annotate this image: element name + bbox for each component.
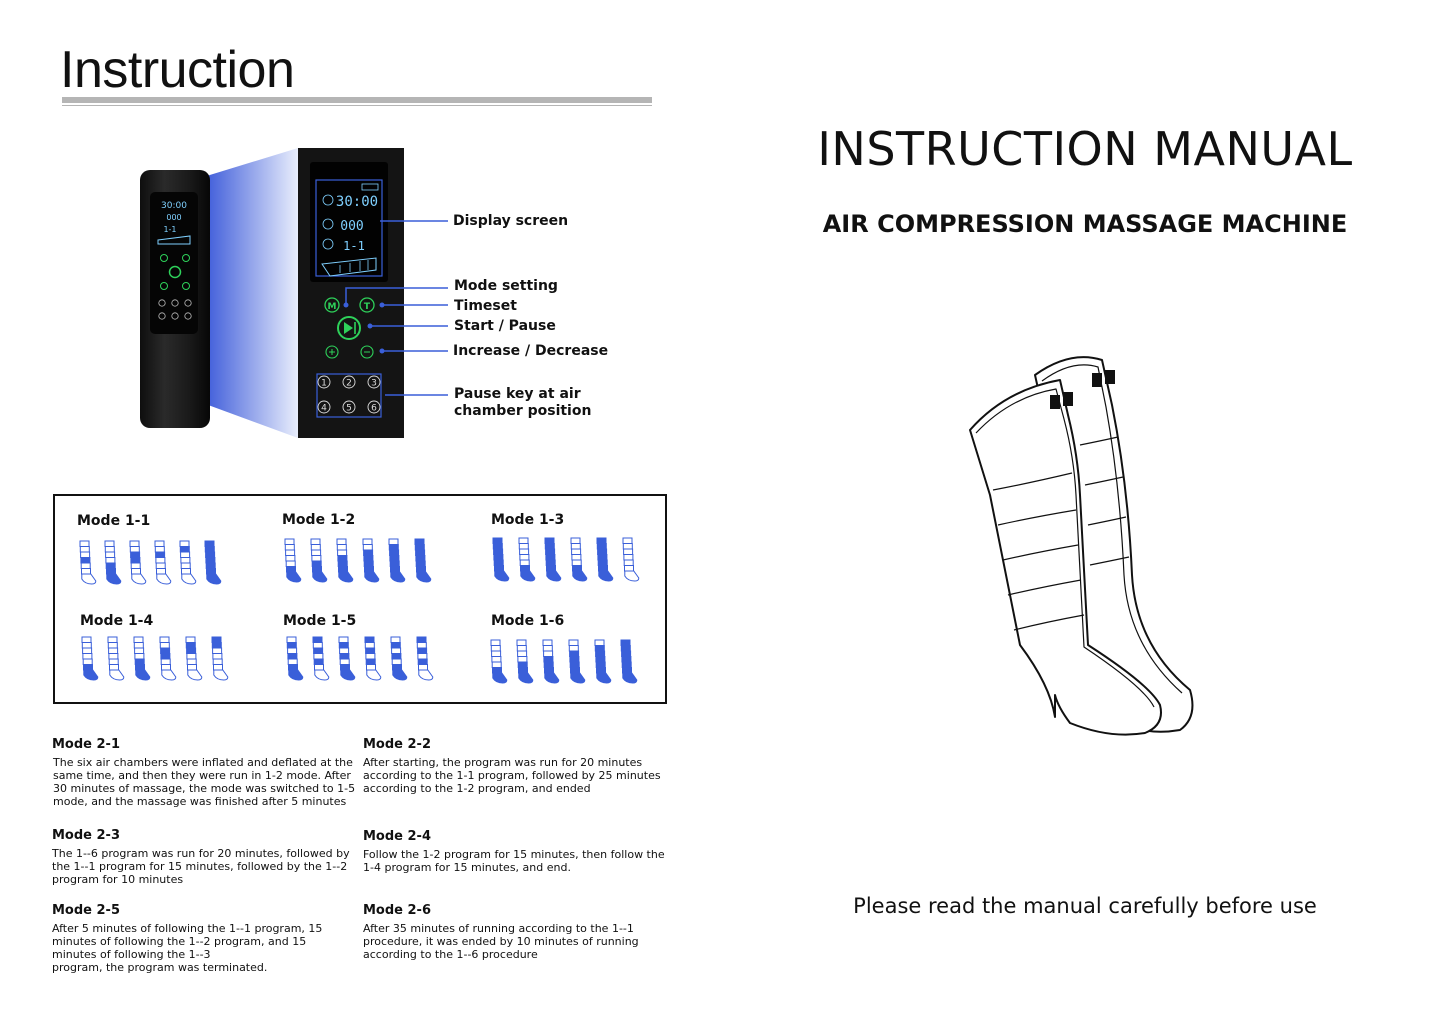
desc-text: After 35 minutes of running according to… <box>363 922 639 961</box>
chamber-key-label: 2 <box>346 379 352 389</box>
desc-text: The 1--6 program was run for 20 minutes,… <box>52 847 350 886</box>
battery-icon <box>361 183 379 191</box>
callout-increase-decrease: Increase / Decrease <box>453 343 609 359</box>
mode-1-6-label: Mode 1-6 <box>491 613 565 629</box>
chamber-key-6 <box>367 400 381 414</box>
mode-1-1-label: Mode 1-1 <box>77 513 151 529</box>
desc-title: Mode 2-5 <box>52 903 121 918</box>
callout-display-screen: Display screen <box>453 213 569 229</box>
chamber-key-label: 3 <box>371 379 377 389</box>
lcd-small-pressure: 000 <box>166 213 181 222</box>
manual-title: INSTRUCTION MANUAL <box>817 122 1353 176</box>
start-pause-button <box>337 316 361 340</box>
mode-1-3-label: Mode 1-3 <box>491 512 565 528</box>
leg-sleeves-illustration <box>969 356 1194 736</box>
callout-start-pause: Start / Pause <box>454 318 556 334</box>
desc-mode-2-2: Mode 2-2 After starting, the program was… <box>363 737 661 795</box>
lcd-time: 30:00 <box>336 194 378 210</box>
desc-mode-2-1: Mode 2-1 The six air chambers were infla… <box>52 737 355 808</box>
desc-title: Mode 2-3 <box>52 828 121 843</box>
increase-button <box>325 345 339 359</box>
desc-text: After starting, the program was run for … <box>363 756 661 795</box>
desc-text: Follow the 1-2 program for 15 minutes, t… <box>363 848 665 874</box>
decrease-button <box>360 345 374 359</box>
small-plus-button <box>160 282 168 290</box>
desc-mode-2-3: Mode 2-3 The 1--6 program was run for 20… <box>52 828 350 886</box>
lcd-small-mode: 1-1 <box>163 225 176 234</box>
desc-title: Mode 2-1 <box>52 737 121 752</box>
time-key-label: T <box>364 302 371 312</box>
clock-icon <box>322 194 334 206</box>
callout-chamber-position: chamber position <box>454 403 592 419</box>
strap-buckle <box>1092 373 1102 387</box>
page-title: Instruction <box>60 41 295 99</box>
lcd-small-time: 30:00 <box>161 201 187 211</box>
manual-subtitle: AIR COMPRESSION MASSAGE MACHINE <box>822 210 1348 238</box>
desc-title: Mode 2-6 <box>363 903 432 918</box>
desc-mode-2-4: Mode 2-4 Follow the 1-2 program for 15 m… <box>363 829 665 874</box>
chamber-key-label: 1 <box>321 379 327 389</box>
plus-icon <box>329 349 335 355</box>
chamber-keys: 1 2 3 4 5 6 <box>317 375 381 414</box>
desc-title: Mode 2-2 <box>363 737 432 752</box>
chamber-key-1 <box>317 375 331 389</box>
small-time-button <box>182 254 190 262</box>
chamber-key-label: 6 <box>371 404 377 414</box>
callout-pause-key: Pause key at air <box>454 386 581 402</box>
desc-text: The six air chambers were inflated and d… <box>53 756 356 808</box>
strap-buckle <box>1050 395 1060 409</box>
mode-key-label: M <box>328 302 337 312</box>
small-mode-button <box>160 254 168 262</box>
lcd-small-leg-icon <box>157 235 191 245</box>
desc-mode-2-6: Mode 2-6 After 35 minutes of running acc… <box>363 903 639 961</box>
display-screen-frame <box>315 179 383 277</box>
device-illustration: 30:00 000 1-1 30:00 000 1-1 M T 1 2 3 4 5 6 <box>140 148 404 438</box>
chamber-key-3 <box>367 375 381 389</box>
chamber-key-4 <box>317 400 331 414</box>
chamber-key-label: 4 <box>321 404 327 414</box>
chamber-key-5 <box>342 400 356 414</box>
lcd-pressure: 000 <box>340 219 363 234</box>
front-sleeve <box>969 379 1162 736</box>
chamber-key-label: 5 <box>346 404 352 414</box>
mode-setting-button <box>324 297 340 313</box>
desc-text: After 5 minutes of following the 1--1 pr… <box>52 922 323 974</box>
pressure-icon <box>322 218 334 230</box>
device-panel-small <box>150 192 198 334</box>
chamber-keys-frame <box>316 373 382 418</box>
desc-title: Mode 2-4 <box>363 829 432 844</box>
small-minus-button <box>182 282 190 290</box>
mode-icon <box>322 238 334 250</box>
read-manual-note: Please read the manual carefully before … <box>853 894 1317 918</box>
mode-1-5-label: Mode 1-5 <box>283 613 357 629</box>
callout-mode-setting: Mode setting <box>454 278 558 294</box>
desc-mode-2-5: Mode 2-5 After 5 minutes of following th… <box>52 903 322 974</box>
callout-timeset: Timeset <box>454 298 517 314</box>
play-icon <box>344 322 353 334</box>
lcd-mode: 1-1 <box>343 239 365 253</box>
lcd-leg-icon <box>321 257 377 277</box>
title-rule <box>62 97 652 103</box>
modes-panel <box>53 494 667 704</box>
chamber-key-2 <box>342 375 356 389</box>
projection-beam <box>200 148 298 438</box>
small-play-button <box>168 265 182 279</box>
mode-1-4-label: Mode 1-4 <box>80 613 154 629</box>
mode-1-2-label: Mode 1-2 <box>282 512 356 528</box>
title-rule-thin <box>62 105 652 106</box>
